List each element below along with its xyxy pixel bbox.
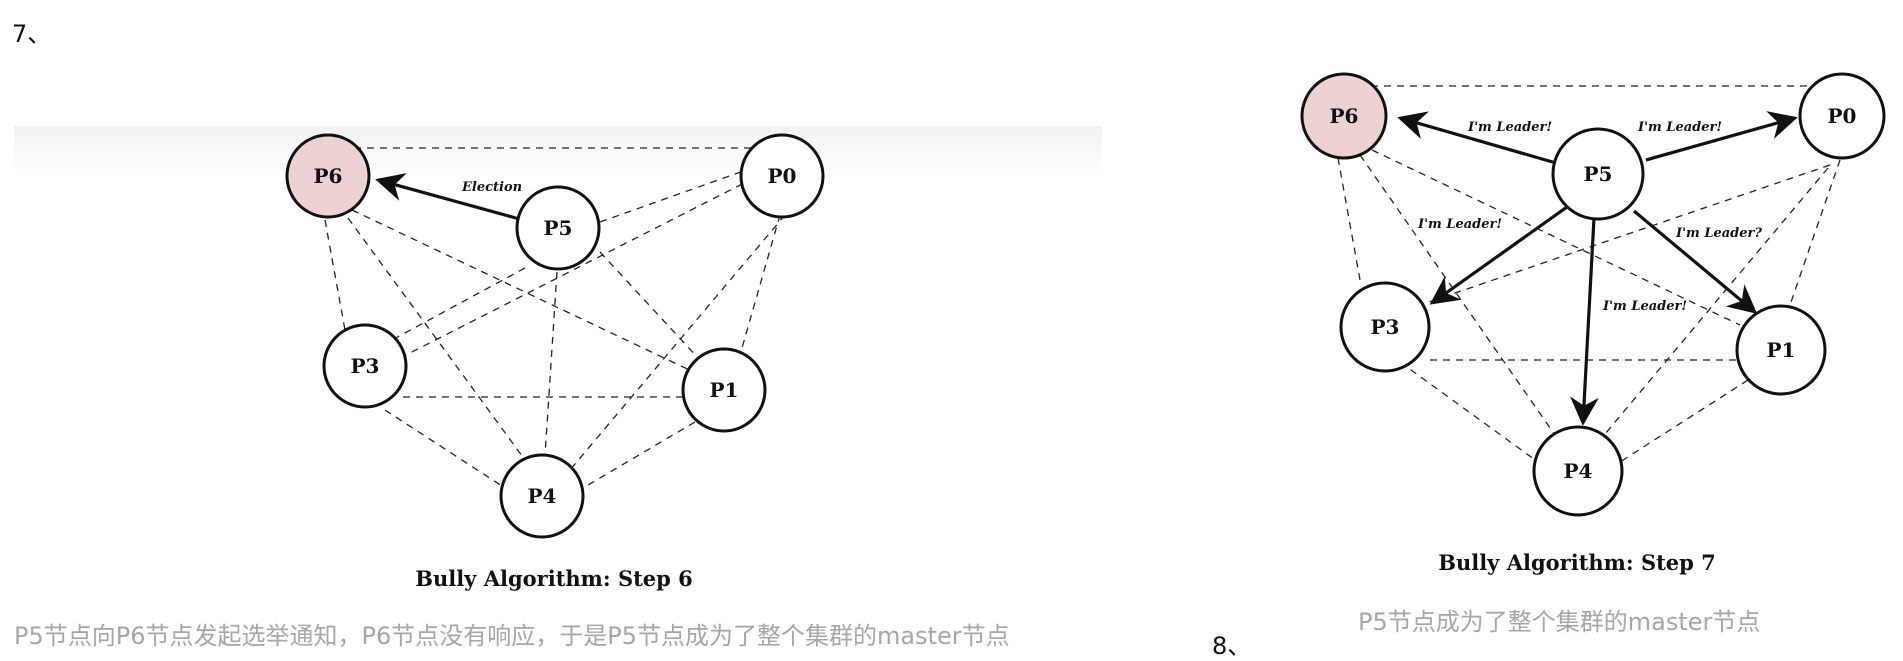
node-circle xyxy=(1339,281,1431,373)
arrow-p5-p3 xyxy=(1429,205,1568,305)
link-p0-p1 xyxy=(1789,159,1841,306)
bully-step6-diagram: Election P6 P0 P5 P3 P1 P4 Bully Algorit… xyxy=(285,133,825,591)
node-p6: P6 xyxy=(1300,72,1388,160)
step7-description: P5节点成为了整个集群的master节点 xyxy=(1358,608,1761,636)
node-circle xyxy=(681,347,767,433)
node-p5: P5 xyxy=(1551,127,1645,221)
link-p6-p1 xyxy=(1371,149,1741,326)
link-p5-p0 xyxy=(599,167,753,223)
dashed-links xyxy=(324,147,786,489)
diagram-caption: Bully Algorithm: Step 6 xyxy=(415,566,693,591)
node-label: P6 xyxy=(1330,104,1359,128)
link-p3-p4 xyxy=(1399,361,1539,463)
node-p6: P6 xyxy=(285,133,371,219)
link-p3-p4 xyxy=(384,409,506,489)
election-arrow xyxy=(375,173,524,222)
link-p6-p3 xyxy=(324,219,346,331)
leader-label-p6: I'm Leader! xyxy=(1467,120,1552,135)
node-circle xyxy=(499,453,585,539)
leader-label-p1: I'm Leader? xyxy=(1675,226,1762,241)
step-number-8: 8、 xyxy=(1212,632,1252,660)
node-p0: P0 xyxy=(739,133,825,219)
node-circle xyxy=(739,133,825,219)
arrow-p5-p0 xyxy=(1645,111,1798,162)
node-p3: P3 xyxy=(1339,281,1431,373)
link-p6-p3 xyxy=(1337,157,1361,281)
node-label: P0 xyxy=(768,164,797,188)
step-number-7: 7、 xyxy=(12,20,52,48)
node-label: P3 xyxy=(1371,315,1400,339)
election-label: Election xyxy=(461,180,522,195)
link-p0-p4 xyxy=(569,214,786,471)
link-p0-p3 xyxy=(405,177,755,356)
node-label: P0 xyxy=(1828,104,1857,128)
link-p5-p1 xyxy=(599,251,701,361)
leader-label-p0: I'm Leader! xyxy=(1637,120,1722,135)
link-p1-p4 xyxy=(1619,379,1749,463)
node-p5: P5 xyxy=(515,185,601,271)
node-circle xyxy=(322,323,408,409)
node-label: P1 xyxy=(710,378,739,402)
arrow-p5-p4 xyxy=(1570,217,1599,426)
node-label: P3 xyxy=(351,354,380,378)
node-circle xyxy=(1798,72,1886,160)
leader-label-p3: I'm Leader! xyxy=(1417,217,1502,232)
arrow-p5-p1 xyxy=(1632,209,1758,314)
node-p0: P0 xyxy=(1798,72,1886,160)
node-p1: P1 xyxy=(681,347,767,433)
node-label: P4 xyxy=(528,484,557,508)
node-label: P5 xyxy=(1584,162,1613,186)
node-label: P4 xyxy=(1564,459,1593,483)
leader-label-p4: I'm Leader! xyxy=(1602,299,1687,314)
arrow-p5-p6 xyxy=(1397,111,1557,165)
node-circle xyxy=(1300,72,1388,160)
node-label: P1 xyxy=(1767,338,1796,362)
node-circle xyxy=(515,185,601,271)
node-circle xyxy=(1532,425,1624,517)
node-circle xyxy=(1551,127,1645,221)
link-p5-p4 xyxy=(544,271,558,456)
node-circle xyxy=(285,133,371,219)
node-p4: P4 xyxy=(499,453,585,539)
header-band xyxy=(14,126,1102,176)
node-circle xyxy=(1735,304,1827,396)
bully-step7-diagram: I'm Leader! I'm Leader! I'm Leader! I'm … xyxy=(1300,72,1886,575)
node-p3: P3 xyxy=(322,323,408,409)
leader-arrows xyxy=(1397,111,1798,426)
link-p0-p1 xyxy=(739,214,781,356)
node-p1: P1 xyxy=(1735,304,1827,396)
node-label: P5 xyxy=(544,216,573,240)
node-p4: P4 xyxy=(1532,425,1624,517)
step6-description: P5节点向P6节点发起选举通知，P6节点没有响应，于是P5节点成为了整个集群的m… xyxy=(14,622,1010,650)
node-label: P6 xyxy=(314,164,343,188)
diagram-caption: Bully Algorithm: Step 7 xyxy=(1438,550,1716,575)
